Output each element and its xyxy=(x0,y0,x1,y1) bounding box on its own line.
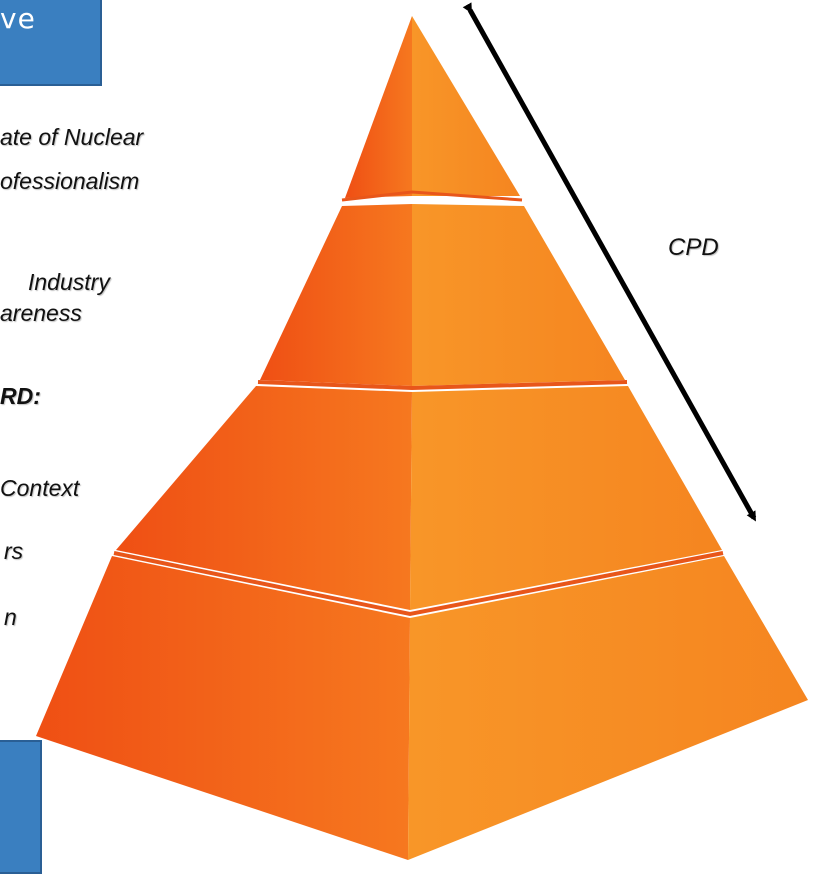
label-industry: Industry xyxy=(28,269,110,295)
label-nuclear: ate of Nuclear xyxy=(0,124,144,150)
cpd-label: CPD xyxy=(668,234,719,261)
label-rd: RD: xyxy=(0,383,41,409)
footer-box xyxy=(0,740,42,874)
pyramid-tier-1-left xyxy=(345,16,412,198)
pyramid-tier-4-left xyxy=(36,556,410,860)
cpd-double-arrow xyxy=(462,2,757,522)
label-professionalism: ofessionalism xyxy=(0,168,140,194)
label-awareness: areness xyxy=(0,300,82,326)
pyramid-tier-4-right xyxy=(408,556,808,860)
pyramid-tier-2-left xyxy=(260,204,412,386)
tier-separator-3 xyxy=(113,551,724,617)
pyramid-tier-3-left xyxy=(116,386,412,610)
header-box: ve xyxy=(0,0,102,86)
pyramid xyxy=(36,16,808,860)
pyramid-tier-1-right xyxy=(412,16,520,196)
label-n: n xyxy=(4,604,17,630)
header-box-text: ve xyxy=(0,2,36,35)
label-rs: rs xyxy=(4,538,24,564)
label-context: Context xyxy=(0,475,80,501)
